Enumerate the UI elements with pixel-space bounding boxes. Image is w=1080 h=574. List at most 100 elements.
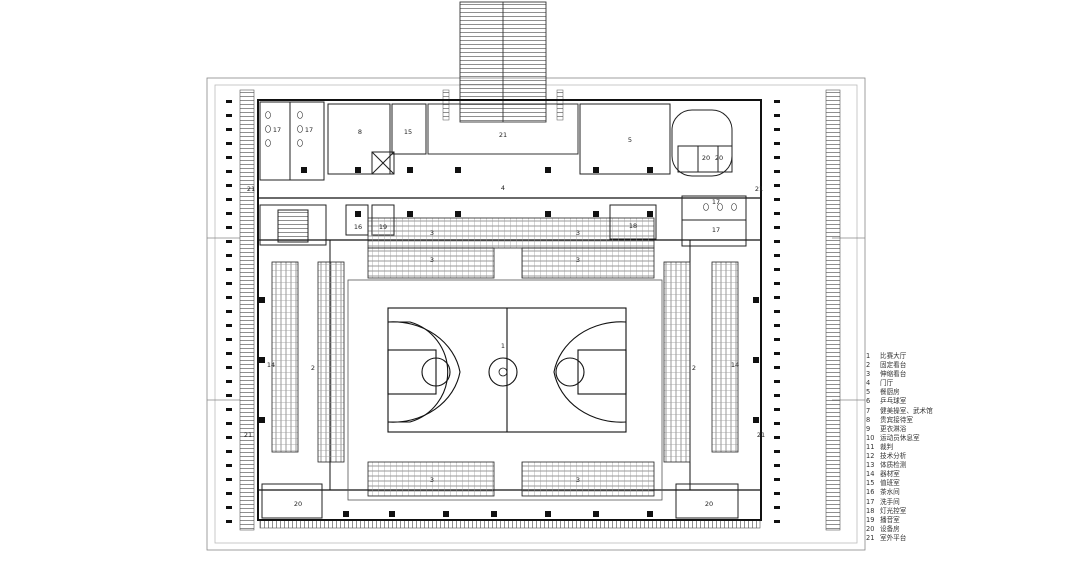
legend-name: 运动员休息室 (880, 433, 920, 442)
label-r2-left: 2 (311, 364, 315, 372)
exterior-column (774, 352, 780, 355)
label-r20-b: 20 (715, 154, 723, 162)
legend-number: 4 (866, 379, 871, 388)
label-r17-c: 17 (712, 198, 720, 206)
exterior-column (774, 128, 780, 131)
exterior-column (226, 296, 232, 299)
legend-number: 2 (866, 361, 871, 370)
column (593, 511, 599, 517)
column (647, 211, 653, 217)
label-r5: 5 (628, 136, 632, 144)
label-r21-top: 21 (499, 131, 507, 139)
legend-number: 14 (866, 470, 875, 479)
legend-number: 19 (866, 515, 875, 524)
label-r20-c: 20 (294, 500, 302, 508)
column (491, 511, 497, 517)
toilet-fixture (731, 203, 737, 211)
label-r15: 15 (404, 128, 412, 136)
label-r3-mid: 3 (430, 256, 434, 264)
legend-name: 技术分析 (880, 452, 907, 461)
exterior-column (226, 142, 232, 145)
label-r21-left-top: 21 (247, 185, 255, 193)
exterior-column (774, 394, 780, 397)
column (259, 417, 265, 423)
legend-name: 健美操室、武术馆 (880, 406, 933, 415)
legend-name: 设备房 (880, 524, 900, 533)
label-r21-left-bottom: 21 (244, 431, 252, 439)
exterior-column (774, 114, 780, 117)
bottom-rooms (261, 483, 739, 519)
exterior-column (774, 478, 780, 481)
grandstands (271, 217, 739, 497)
exterior-column (226, 436, 232, 439)
legend-name: 餐厨房 (880, 388, 900, 397)
exterior-column (226, 464, 232, 467)
legend-name: 裁判 (880, 442, 894, 451)
exterior-column (774, 450, 780, 453)
label-r17-a: 17 (273, 126, 281, 134)
label-r20-d: 20 (705, 500, 713, 508)
legend-item: 10 运动员休息室 (866, 434, 933, 443)
legend-number: 20 (866, 524, 875, 533)
basketball-court (387, 307, 627, 433)
label-r8: 8 (358, 128, 362, 136)
exterior-column (226, 338, 232, 341)
label-r1: 1 (501, 342, 505, 350)
column (647, 511, 653, 517)
label-r3-bottom2: 3 (576, 476, 580, 484)
exterior-column (226, 128, 232, 131)
column (593, 211, 599, 217)
exterior-column (774, 240, 780, 243)
legend-name: 贵宾接待室 (880, 415, 913, 424)
exterior-column (774, 282, 780, 285)
exterior-column (226, 324, 232, 327)
exterior-column (774, 184, 780, 187)
legend-name: 洗手间 (880, 497, 900, 506)
legend-number: 13 (866, 461, 875, 470)
toilet-fixture (297, 139, 303, 147)
legend-name: 室外平台 (880, 533, 907, 542)
column (753, 297, 759, 303)
legend-number: 15 (866, 479, 875, 488)
legend-name: 灯光控室 (880, 506, 907, 515)
exterior-column (226, 114, 232, 117)
exterior-column (774, 422, 780, 425)
exterior-column (226, 492, 232, 495)
toilet-fixture (265, 125, 271, 133)
label-r3-bottom: 3 (430, 476, 434, 484)
exterior-columns (226, 100, 780, 523)
exterior-column (774, 436, 780, 439)
exterior-column (226, 408, 232, 411)
exterior-column (226, 478, 232, 481)
legend-name: 比赛大厅 (880, 352, 907, 360)
exterior-column (774, 170, 780, 173)
label-r3-top: 3 (430, 229, 434, 237)
interior-columns (259, 167, 759, 517)
exterior-column (226, 184, 232, 187)
exterior-column (774, 408, 780, 411)
legend-number: 10 (866, 433, 875, 442)
exterior-column (226, 212, 232, 215)
toilet-fixture (265, 139, 271, 147)
legend-name: 播音室 (880, 515, 900, 524)
exterior-column (226, 394, 232, 397)
column (355, 167, 361, 173)
exterior-column (774, 268, 780, 271)
toilet-fixture (297, 125, 303, 133)
legend-name: 门厅 (880, 379, 894, 388)
column (545, 211, 551, 217)
exterior-column (774, 506, 780, 509)
